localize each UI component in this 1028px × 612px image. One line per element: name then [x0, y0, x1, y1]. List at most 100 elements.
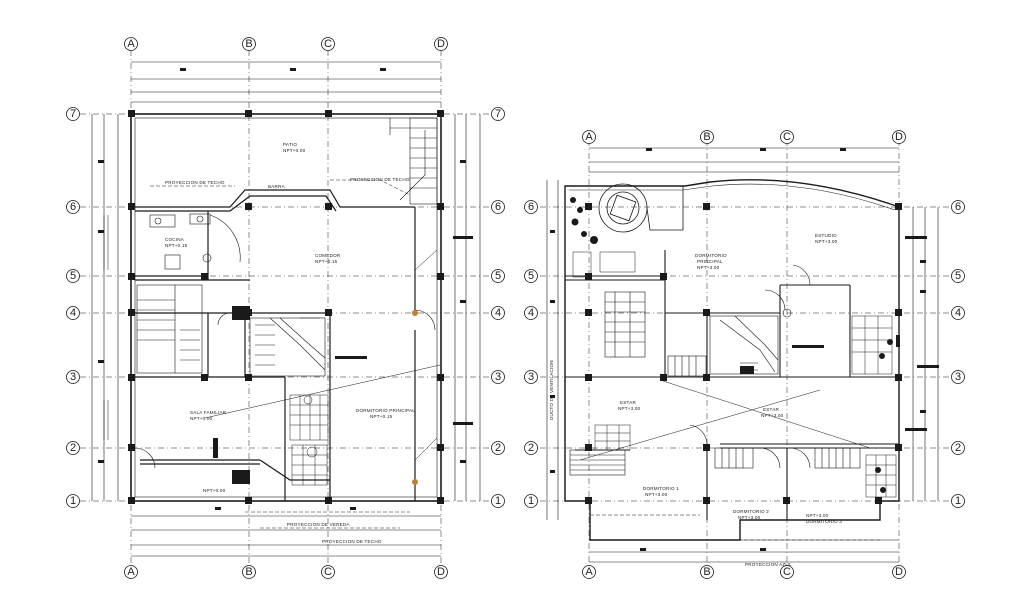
- left-col-a-top: A: [127, 38, 135, 50]
- label-estar2-level: NPT+3.00: [761, 413, 784, 418]
- right-col-a-bottom: A: [585, 566, 593, 578]
- label-patio: PATIO: [283, 142, 297, 147]
- left-doors: [134, 309, 436, 469]
- right-row-2-r: 2: [955, 442, 961, 454]
- left-bathroom: [289, 394, 329, 486]
- right-row-4-r: 4: [955, 307, 961, 319]
- right-row-5-r: 5: [955, 270, 961, 282]
- right-col-d-top: D: [895, 131, 903, 143]
- right-outer-walls: [564, 179, 900, 541]
- right-dark-elements: [550, 148, 939, 551]
- right-col-b-bottom: B: [703, 566, 710, 578]
- label-dormitorio1-level: NPT+3.00: [645, 492, 668, 497]
- right-interior-walls: [564, 250, 899, 520]
- label-estar: ESTAR: [620, 400, 636, 405]
- label-dormitorio-principal-r: DORMITORIO: [695, 253, 727, 258]
- left-row-4-r: 4: [495, 307, 501, 319]
- left-interior-walls: [135, 189, 416, 501]
- left-stair-top: [389, 117, 438, 205]
- right-col-a-top: A: [585, 131, 593, 143]
- right-col-c-top: C: [783, 131, 791, 143]
- left-row-1-l: 1: [70, 495, 76, 507]
- left-orange-marks: [412, 310, 418, 485]
- left-row-6-l: 6: [70, 201, 76, 213]
- right-row-4-l: 4: [528, 307, 534, 319]
- right-plants: [570, 197, 893, 493]
- right-stairs: [569, 291, 861, 476]
- right-row-1-l: 1: [528, 495, 534, 507]
- label-sala-familiar: SALA FAMILIAR: [190, 410, 227, 415]
- label-dormitorio-level: NPT+0.15: [370, 414, 393, 419]
- right-row-1-r: 1: [955, 495, 961, 507]
- label-estudio: ESTUDIO: [815, 233, 837, 238]
- left-row-2-r: 2: [495, 442, 501, 454]
- right-bathrooms: [572, 251, 897, 498]
- left-col-d-bottom: D: [437, 566, 445, 578]
- second-floor-plan: [540, 140, 950, 568]
- label-barra: BARRA: [268, 184, 286, 189]
- left-row-3-l: 3: [70, 371, 76, 383]
- label-duct: DUCTO DE VENTILACION: [549, 360, 554, 420]
- right-projection-lines: [590, 514, 880, 541]
- label-dormitorio3: DORMITORIO 3: [806, 519, 842, 524]
- left-row-7-r: 7: [495, 108, 501, 120]
- left-row-5-r: 5: [495, 270, 501, 282]
- left-row-7-l: 7: [70, 108, 76, 120]
- left-dimension-top: [131, 61, 441, 103]
- left-col-a-bottom: A: [127, 566, 135, 578]
- right-doors: [689, 264, 811, 469]
- left-outer-walls: [130, 113, 442, 502]
- label-dormitorio2-level: NPT+3.00: [738, 515, 761, 520]
- label-estudio-level: NPT+3.00: [815, 239, 838, 244]
- right-balcony: [598, 183, 684, 233]
- left-section-lines: [204, 249, 441, 461]
- left-stair-center: [249, 317, 326, 377]
- left-windows: [103, 215, 109, 440]
- right-row-3-r: 3: [955, 371, 961, 383]
- right-col-b-top: B: [703, 131, 710, 143]
- left-projection-lines: [150, 179, 411, 529]
- left-col-b-top: B: [245, 38, 252, 50]
- label-proyeccion-bottom: PROYECCION AZUL: [745, 562, 792, 567]
- label-dormitorio-principal-level: NPT+3.00: [697, 265, 720, 270]
- label-patio-level: NPT+0.00: [283, 148, 306, 153]
- left-dark-elements: [98, 68, 473, 510]
- left-row-2-l: 2: [70, 442, 76, 454]
- right-grid-bubble-labels: A B C D A B C D 6 5 4 3 2 1 6 5 4 3 2 1: [528, 131, 961, 578]
- left-row-1-r: 1: [495, 495, 501, 507]
- right-room-labels: DORMITORIO PRINCIPAL NPT+3.00 ESTUDIO NP…: [549, 233, 842, 567]
- left-dimension-right: [454, 114, 481, 501]
- right-grid-bubbles: [524, 130, 965, 579]
- left-row-3-r: 3: [495, 371, 501, 383]
- right-dimension-right: [912, 207, 939, 501]
- label-proyeccion-techo-bottom: PROYECCION DE TECHO: [322, 539, 382, 544]
- right-row-3-l: 3: [528, 371, 534, 383]
- label-cocina: COCINA: [165, 237, 185, 242]
- left-kitchen: [149, 213, 241, 270]
- right-col-c-bottom: C: [783, 566, 791, 578]
- label-dormitorio1: DORMITORIO 1: [643, 486, 679, 491]
- left-row-4-l: 4: [70, 307, 76, 319]
- left-col-b-bottom: B: [245, 566, 252, 578]
- label-cocina-level: NPT+0.15: [165, 243, 188, 248]
- right-dimension-top: [589, 147, 899, 173]
- label-dormitorio-principal-r2: PRINCIPAL: [697, 259, 723, 264]
- label-dormitorio3-level: NPT+3.00: [806, 513, 829, 518]
- label-comedor-level: NPT+0.15: [315, 259, 338, 264]
- left-row-6-r: 6: [495, 201, 501, 213]
- label-proyeccion-vereda: PROYECCION DE VEREDA: [287, 522, 350, 527]
- right-row-6-l: 6: [528, 201, 534, 213]
- label-entry-level: NPT+0.00: [203, 488, 226, 493]
- label-comedor: COMEDOR: [315, 253, 341, 258]
- left-row-5-l: 5: [70, 270, 76, 282]
- left-col-c-bottom: C: [324, 566, 332, 578]
- label-proyeccion-techo-top: PROYECCION DE TECHO: [165, 180, 225, 185]
- label-dormitorio2: DORMITORIO 2: [733, 509, 769, 514]
- label-estar2: ESTAR: [763, 407, 779, 412]
- label-sala-level: NPT+0.00: [190, 416, 213, 421]
- label-dormitorio-principal: DORMITORIO PRINCIPAL: [356, 408, 415, 413]
- right-row-2-l: 2: [528, 442, 534, 454]
- left-dimension-bottom: [131, 515, 441, 557]
- right-row-6-r: 6: [955, 201, 961, 213]
